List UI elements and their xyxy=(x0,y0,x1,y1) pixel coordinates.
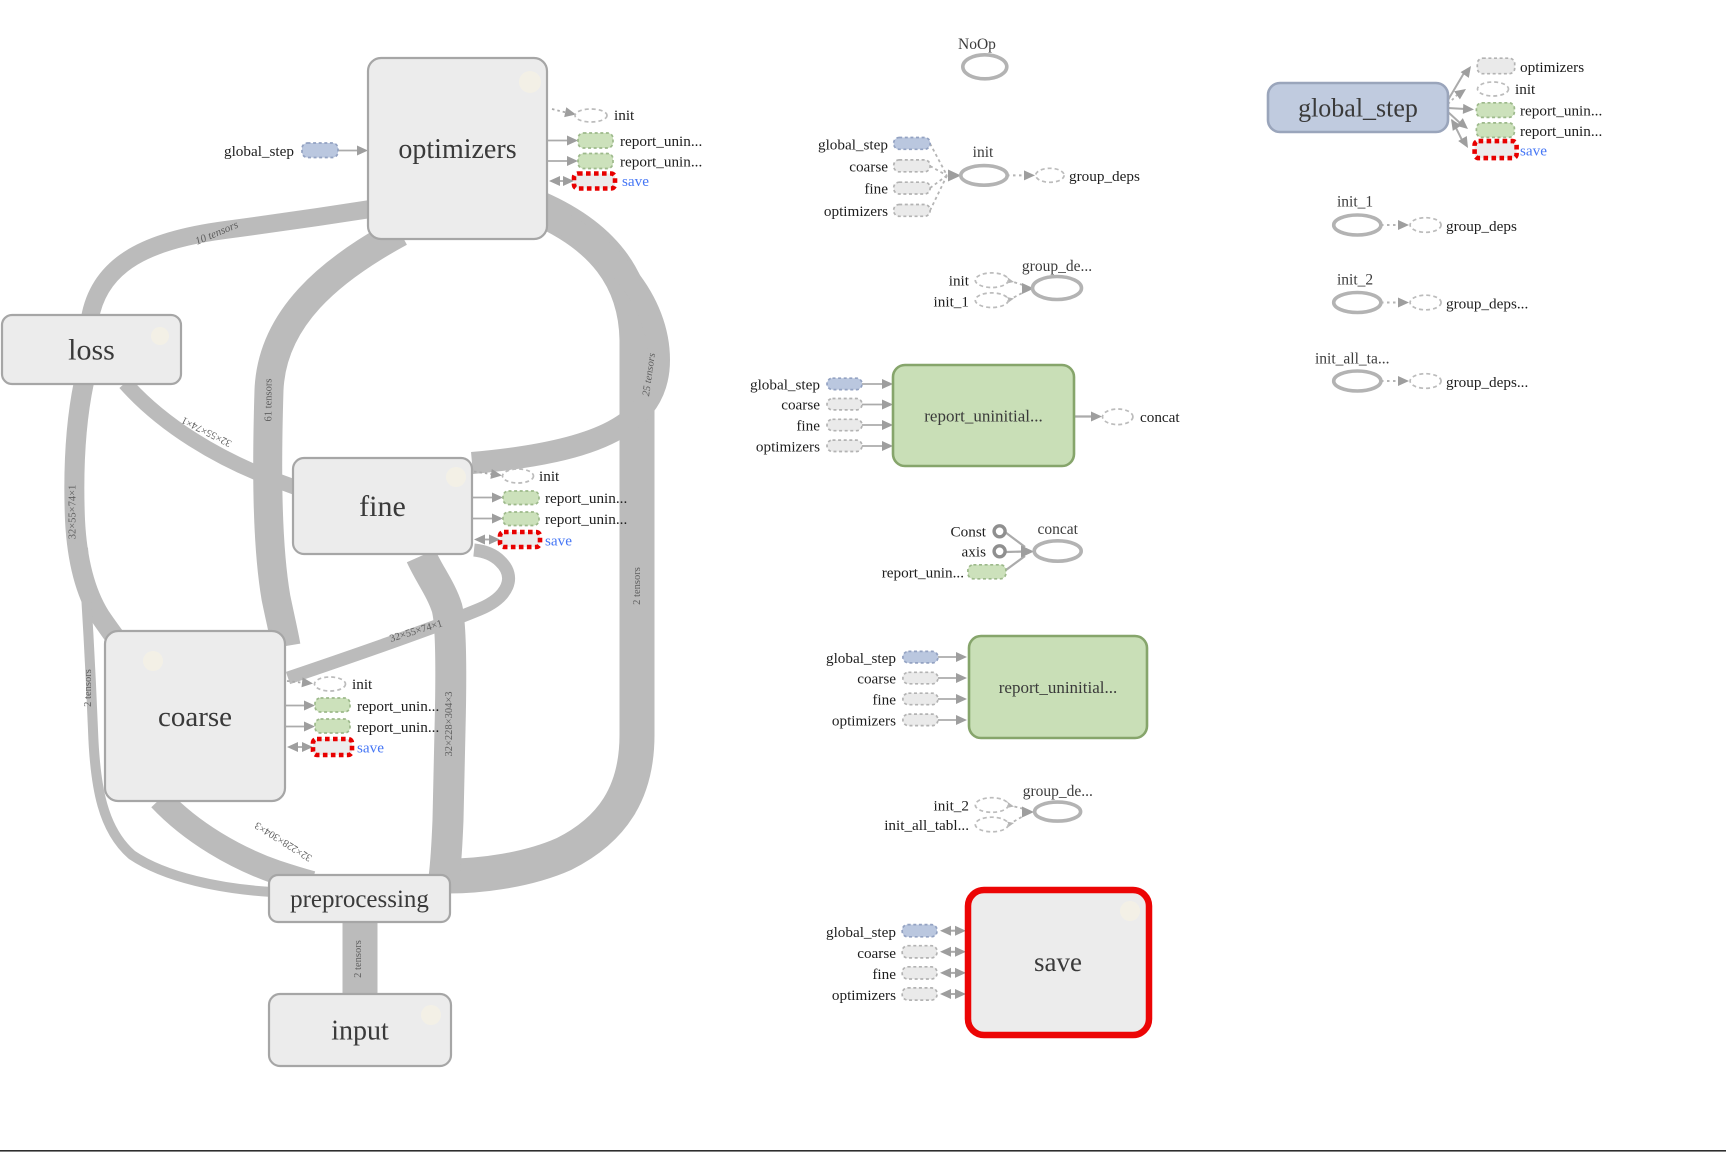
svg-text:group_de...: group_de... xyxy=(1022,258,1092,275)
svg-text:report_unin...: report_unin... xyxy=(545,511,627,528)
svg-text:report_uninitial...: report_uninitial... xyxy=(924,406,1043,425)
svg-text:init: init xyxy=(949,273,970,290)
svg-text:axis: axis xyxy=(962,544,987,561)
svg-text:fine: fine xyxy=(872,966,896,983)
svg-text:coarse: coarse xyxy=(158,701,232,733)
svg-text:init: init xyxy=(1515,81,1536,98)
svg-text:optimizers: optimizers xyxy=(756,439,820,456)
svg-text:init: init xyxy=(973,144,994,161)
svg-text:report_unin...: report_unin... xyxy=(620,154,702,171)
svg-text:init_all_ta...: init_all_ta... xyxy=(1315,351,1389,368)
svg-text:init_all_tabl...: init_all_tabl... xyxy=(884,817,969,834)
svg-text:concat: concat xyxy=(1140,409,1180,426)
svg-text:save: save xyxy=(545,533,572,550)
svg-text:report_unin...: report_unin... xyxy=(357,719,439,736)
svg-text:concat: concat xyxy=(1037,521,1078,538)
svg-text:fine: fine xyxy=(864,181,888,198)
svg-text:fine: fine xyxy=(796,418,820,435)
svg-text:global_step: global_step xyxy=(750,377,820,394)
svg-text:Const: Const xyxy=(951,524,987,541)
svg-text:report_unin...: report_unin... xyxy=(882,565,964,582)
svg-text:group_deps...: group_deps... xyxy=(1446,374,1528,391)
svg-text:32×55×74×1: 32×55×74×1 xyxy=(68,485,79,540)
svg-text:fine: fine xyxy=(359,490,406,523)
svg-text:optimizers: optimizers xyxy=(398,134,516,165)
svg-text:coarse: coarse xyxy=(857,671,896,688)
svg-text:init: init xyxy=(352,676,373,693)
svg-text:NoOp: NoOp xyxy=(958,36,996,53)
svg-text:group_de...: group_de... xyxy=(1023,783,1093,800)
svg-text:init_1: init_1 xyxy=(1337,194,1373,211)
svg-text:optimizers: optimizers xyxy=(832,712,896,729)
svg-text:report_unin...: report_unin... xyxy=(545,490,627,507)
svg-text:group_deps...: group_deps... xyxy=(1446,296,1528,313)
svg-text:group_deps: group_deps xyxy=(1069,168,1140,185)
svg-text:report_uninitial...: report_uninitial... xyxy=(999,678,1118,697)
svg-text:report_unin...: report_unin... xyxy=(357,698,439,715)
svg-text:global_step: global_step xyxy=(224,143,294,160)
svg-text:report_unin...: report_unin... xyxy=(1520,123,1602,140)
svg-text:61 tensors: 61 tensors xyxy=(264,379,275,422)
svg-text:global_step: global_step xyxy=(1298,93,1418,122)
svg-text:save: save xyxy=(1520,143,1547,160)
svg-text:coarse: coarse xyxy=(849,159,888,176)
svg-text:global_step: global_step xyxy=(826,924,896,941)
svg-text:2 tensors: 2 tensors xyxy=(353,940,364,978)
svg-text:optimizers: optimizers xyxy=(832,987,896,1004)
svg-text:init_2: init_2 xyxy=(934,798,969,815)
svg-text:coarse: coarse xyxy=(857,945,896,962)
svg-text:init: init xyxy=(539,468,560,485)
svg-text:coarse: coarse xyxy=(781,397,820,414)
svg-text:input: input xyxy=(331,1016,389,1047)
svg-text:save: save xyxy=(357,740,384,757)
svg-text:fine: fine xyxy=(872,692,896,709)
svg-text:save: save xyxy=(1034,947,1082,977)
svg-text:save: save xyxy=(622,173,649,190)
svg-text:loss: loss xyxy=(68,334,115,367)
svg-text:global_step: global_step xyxy=(818,137,888,154)
svg-text:report_unin...: report_unin... xyxy=(620,133,702,150)
svg-text:optimizers: optimizers xyxy=(1520,59,1584,76)
svg-text:global_step: global_step xyxy=(826,650,896,667)
svg-text:2 tensors: 2 tensors xyxy=(83,669,94,707)
svg-text:optimizers: optimizers xyxy=(824,203,888,220)
svg-text:32×228×304×3: 32×228×304×3 xyxy=(444,691,455,756)
svg-text:init_1: init_1 xyxy=(934,294,969,311)
svg-text:init: init xyxy=(614,107,635,124)
svg-text:2 tensors: 2 tensors xyxy=(632,567,643,605)
svg-text:group_deps: group_deps xyxy=(1446,218,1517,235)
svg-text:report_unin...: report_unin... xyxy=(1520,103,1602,120)
svg-text:init_2: init_2 xyxy=(1337,272,1373,289)
svg-text:preprocessing: preprocessing xyxy=(290,886,429,913)
